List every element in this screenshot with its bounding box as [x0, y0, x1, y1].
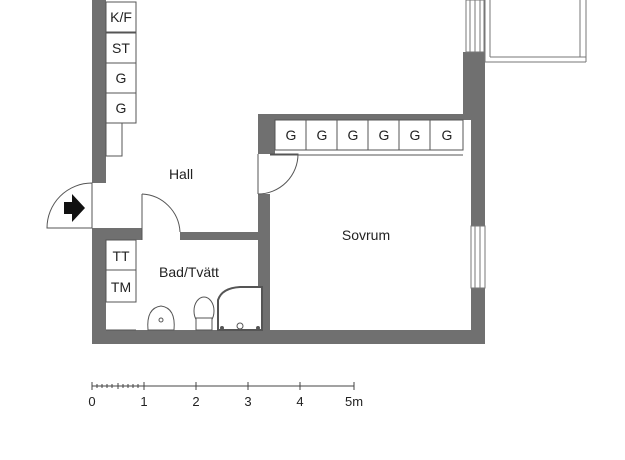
wardrobe-g5: G	[410, 127, 421, 143]
wardrobe-g4: G	[379, 127, 390, 143]
scale-tick-4: 4	[296, 394, 303, 409]
right-wall-top	[463, 52, 485, 114]
appliance-tt: TT	[112, 248, 130, 264]
bathroom-top-wall-right	[180, 232, 270, 240]
right-wall-low	[471, 288, 485, 344]
bathroom-door-swing	[141, 193, 181, 233]
room-label-hall: Hall	[169, 166, 193, 182]
appliance-tm: TM	[111, 279, 131, 295]
wardrobe-g2: G	[317, 127, 328, 143]
scale-tick-5: 5m	[345, 394, 363, 409]
shower-icon	[217, 286, 263, 331]
walls	[92, 0, 485, 344]
wardrobe-g6: G	[442, 127, 453, 143]
window-bedroom	[470, 225, 486, 289]
scale-bar	[91, 382, 355, 390]
scale-tick-0: 0	[88, 394, 95, 409]
bathroom-top-wall-left	[92, 228, 142, 240]
left-cabinets	[105, 1, 137, 157]
cabinet-g2: G	[116, 100, 127, 116]
bottom-wall	[92, 330, 485, 344]
scale-tick-2: 2	[192, 394, 199, 409]
appliance-tt-box	[105, 239, 137, 271]
room-label-bedroom: Sovrum	[342, 227, 390, 243]
cabinet-st: ST	[112, 40, 130, 56]
left-wall-lower	[92, 228, 106, 344]
appliance-tm-box	[105, 269, 137, 303]
windows	[465, 0, 486, 289]
balcony	[484, 0, 587, 63]
scale-tick-1: 1	[140, 394, 147, 409]
wardrobe-g1: G	[286, 127, 297, 143]
right-wall-mid	[471, 114, 485, 226]
bathroom-fixtures	[105, 239, 263, 331]
left-wall-upper	[92, 0, 106, 183]
entrance-arrow-icon	[64, 194, 85, 222]
cabinet-g1: G	[116, 70, 127, 86]
bedroom-door-swing	[257, 153, 299, 195]
cabinet-kf: K/F	[110, 9, 132, 25]
bedroom-top-wall-h	[258, 114, 473, 120]
bedroom-wardrobes	[270, 119, 464, 156]
scale-tick-3: 3	[244, 394, 251, 409]
room-label-bathroom: Bad/Tvätt	[159, 264, 219, 280]
bedroom-top-wall	[258, 114, 275, 154]
wardrobe-g3: G	[348, 127, 359, 143]
